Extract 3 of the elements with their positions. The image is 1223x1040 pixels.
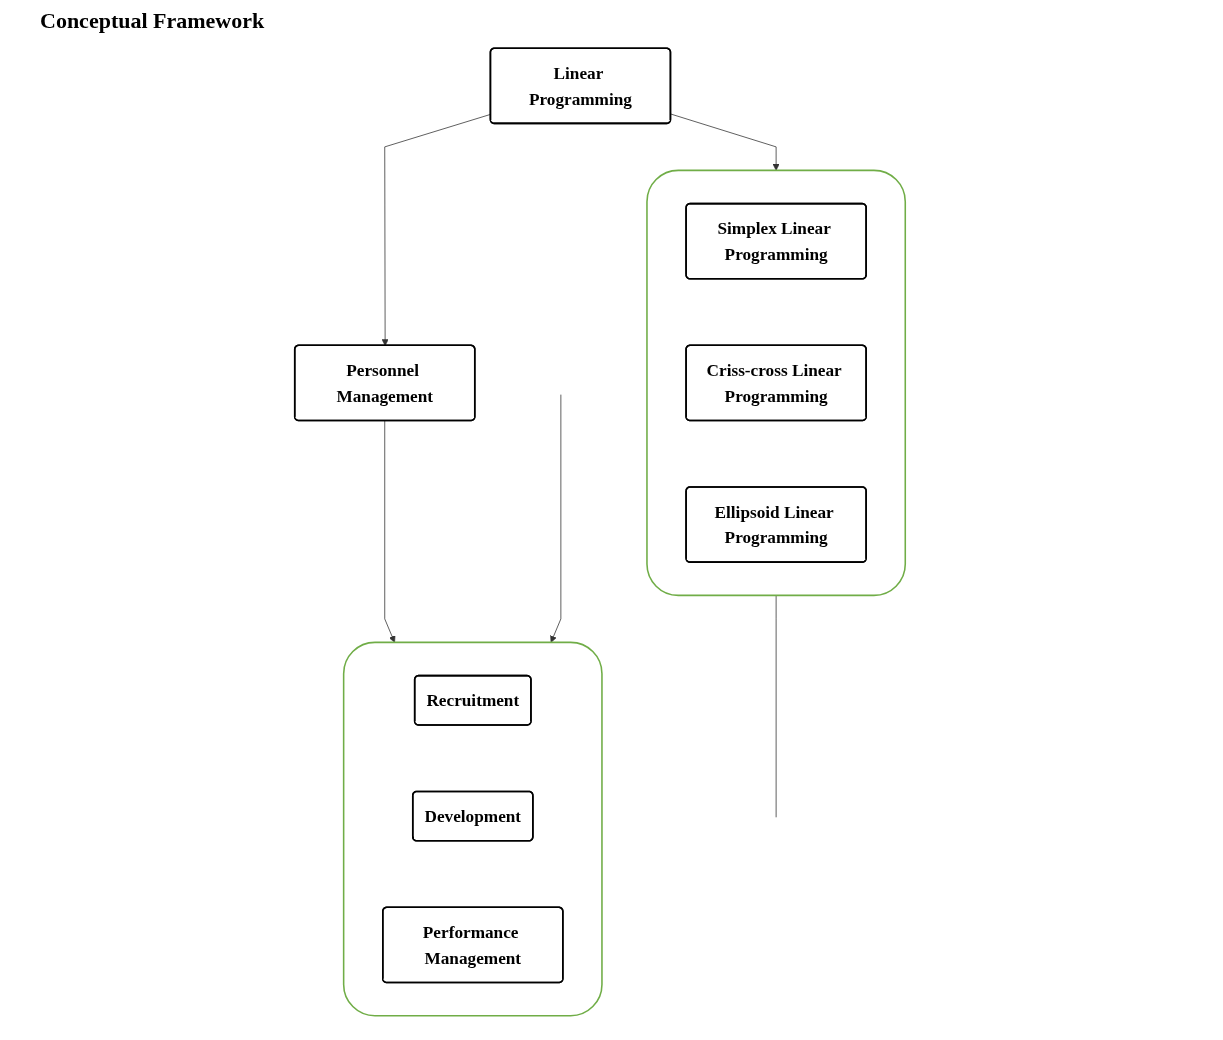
cluster [646,169,907,597]
cluster [342,641,603,1017]
diagram-title: Conceptual Framework [40,8,266,34]
